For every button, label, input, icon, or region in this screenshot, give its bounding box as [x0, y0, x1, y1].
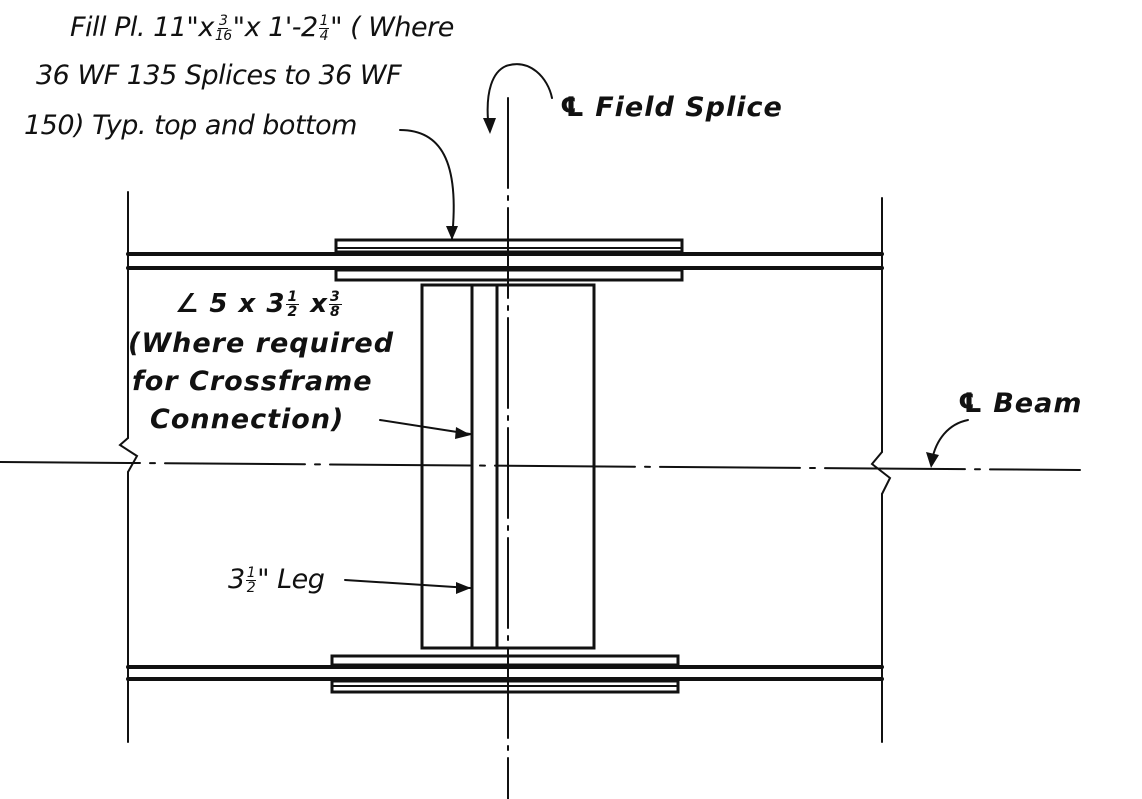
- centerline-symbol-icon: ℄: [958, 388, 984, 419]
- fill-plate-leader: [399, 129, 455, 239]
- fill-plate-note-line3: 150) Typ. top and bottom: [24, 110, 357, 141]
- connection-leader-arrow: [455, 427, 471, 439]
- connection-leader: [379, 419, 471, 435]
- fill-plate-leader-arrow: [446, 226, 458, 240]
- beam-centerline-label: ℄Beam: [958, 388, 1083, 419]
- beam-left-break-symbol: [118, 437, 139, 473]
- angle-note-line2: (Where required: [128, 328, 395, 359]
- angle-note-line3: for Crossframe: [132, 366, 373, 397]
- leg-leader-arrow: [456, 582, 471, 594]
- field-splice-leader-arrow: [483, 118, 496, 134]
- field-splice-leader: [486, 63, 553, 121]
- beam-leader: [931, 419, 969, 461]
- bottom-inner-splice-plate: [330, 654, 680, 667]
- fill-plate-note-line2: 36 WF 135 Splices to 36 WF: [36, 60, 402, 91]
- leg-leader: [344, 579, 471, 589]
- angle-symbol-icon: ∠: [175, 289, 200, 319]
- centerline-symbol-icon: ℄: [560, 92, 586, 123]
- angle-note-line4: Connection): [150, 404, 345, 435]
- field-splice-label: ℄Field Splice: [560, 92, 783, 123]
- beam-leader-arrow: [926, 452, 939, 468]
- beam-centerline: [0, 461, 1081, 471]
- beam-right-break-symbol: [870, 451, 892, 495]
